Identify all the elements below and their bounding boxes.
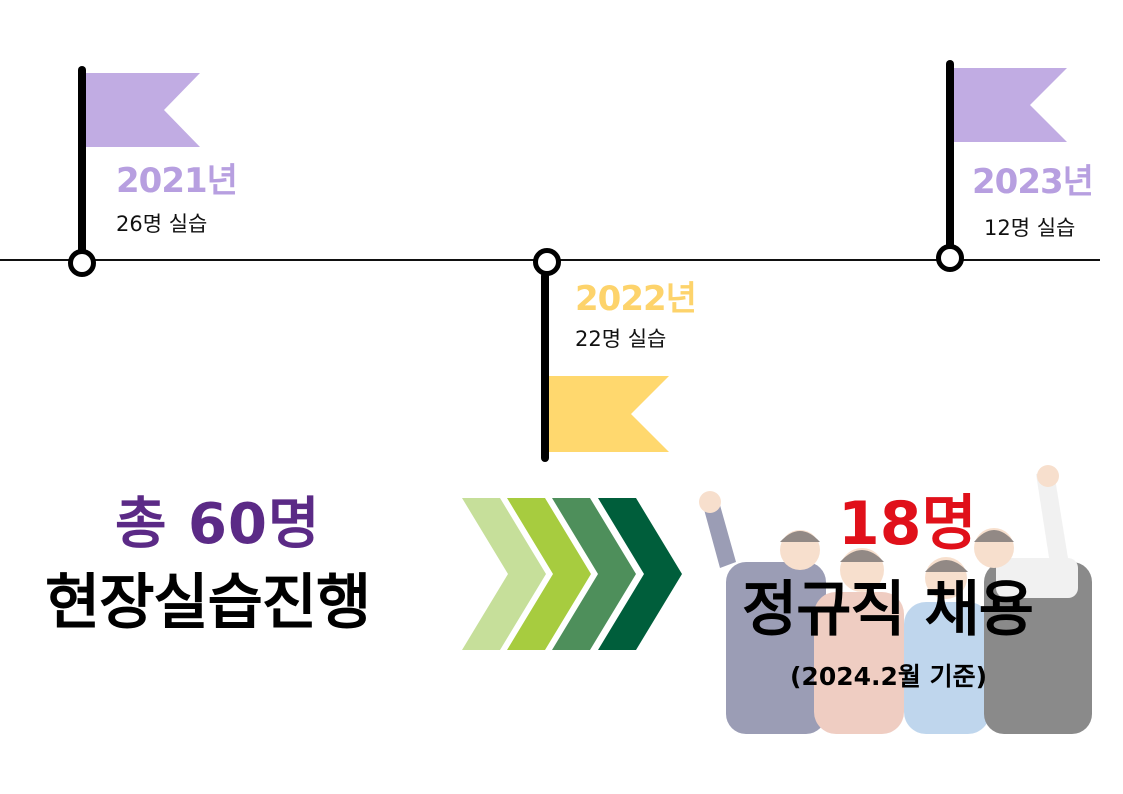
chevron-arrows [462, 498, 682, 650]
timeline-node-2023 [936, 244, 964, 272]
hired-count: 18명 [838, 489, 977, 559]
basis-note: (2024.2월 기준) [790, 662, 988, 691]
chevron-right-icon [598, 498, 682, 650]
celebrating-people-illustration [699, 465, 1092, 734]
flag-pole-2023 [946, 60, 954, 252]
chevron-right-icon [552, 498, 636, 650]
count-label-2022: 22명 실습 [575, 327, 667, 351]
timeline-node-2021 [68, 249, 96, 277]
chevron-right-icon [507, 498, 591, 650]
year-label-2021: 2021년 [116, 161, 238, 201]
flag-pole-2022 [541, 272, 549, 462]
year-label-2023: 2023년 [972, 162, 1094, 202]
flag-icon [954, 68, 1067, 142]
chevron-right-icon [462, 498, 546, 650]
year-label-2022: 2022년 [575, 279, 697, 319]
flag-icon [549, 376, 669, 452]
count-label-2023: 12명 실습 [984, 216, 1076, 240]
activity-label: 현장실습진행 [45, 568, 371, 638]
flag-icon [86, 73, 200, 147]
total-count: 총 60명 [115, 492, 321, 557]
count-label-2021: 26명 실습 [116, 212, 208, 236]
hired-label: 정규직 채용 [742, 575, 1034, 645]
flag-pole-2021 [78, 66, 86, 256]
